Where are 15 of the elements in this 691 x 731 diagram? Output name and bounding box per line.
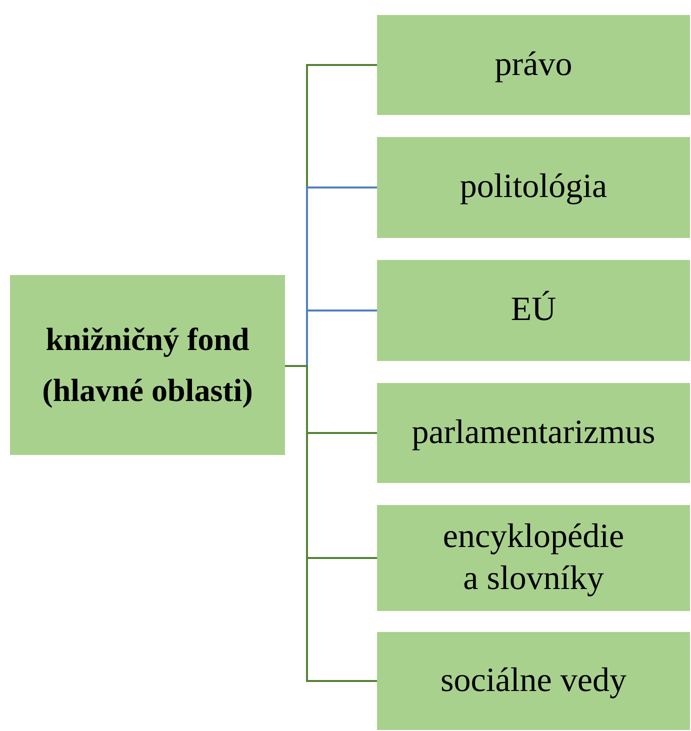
box-label: právo — [494, 44, 572, 85]
box-label: knižničný fond (hlavné oblasti) — [41, 320, 254, 410]
category-box — [377, 137, 690, 238]
category-box — [377, 383, 690, 483]
category-box — [377, 505, 690, 611]
connector-line — [285, 365, 377, 682]
box-label: encyklopédie a slovníky — [442, 516, 626, 599]
box-label: sociálne vedy — [440, 660, 626, 701]
category-box — [10, 275, 285, 455]
category-box — [377, 632, 690, 730]
box-label: politológia — [460, 167, 608, 208]
box-label: parlamentarizmus — [412, 412, 656, 453]
category-box — [377, 15, 690, 115]
box-label: EÚ — [510, 290, 556, 330]
category-box — [377, 260, 690, 361]
